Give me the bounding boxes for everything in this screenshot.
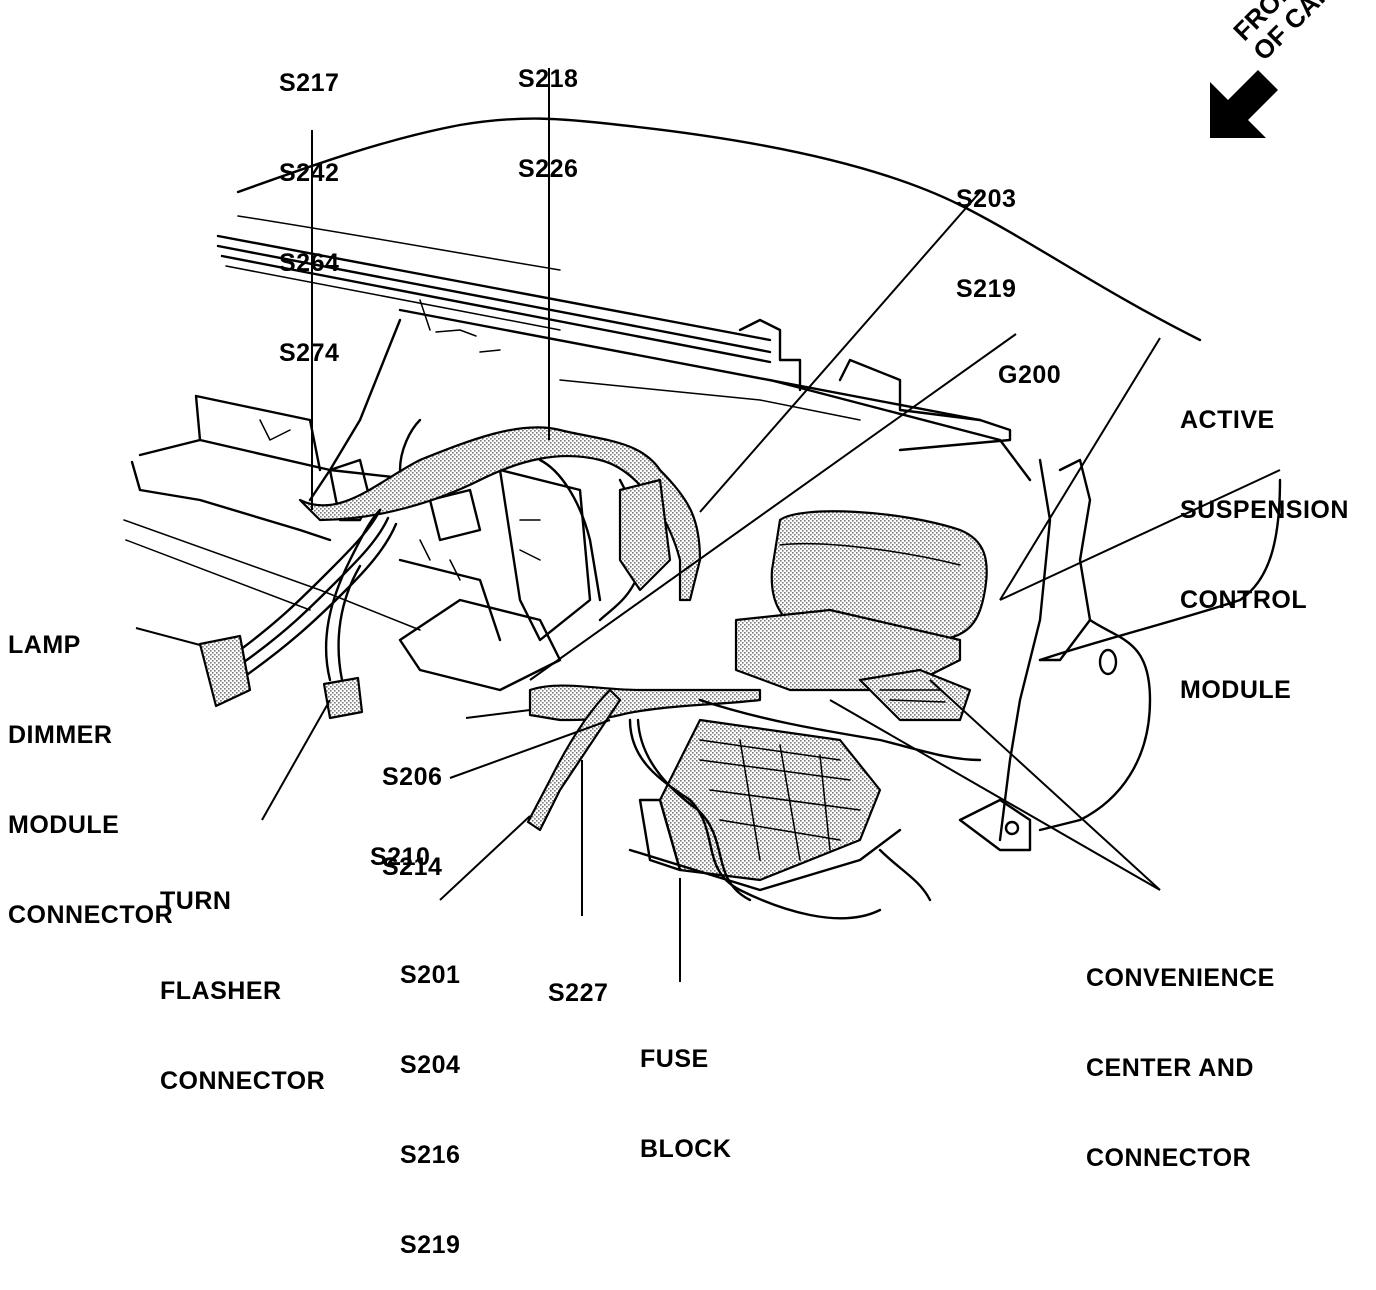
arrow-down-left-icon [1210, 70, 1278, 138]
fuse-block [628, 718, 902, 892]
callout-s210: S210 [370, 843, 431, 871]
callout-active-suspension-control-module: ACTIVE SUSPENSION CONTROL MODULE [1180, 406, 1349, 704]
right-kick-panel [958, 458, 1282, 852]
lamp-dimmer-connector [198, 634, 252, 708]
callout-s227: S227 [548, 979, 609, 1007]
turn-flasher-connector [322, 676, 364, 720]
callout-turn-flasher-connector: TURN FLASHER CONNECTOR [160, 887, 326, 1095]
convenience-center [858, 668, 972, 722]
callout-s203-group: S203 S219 [956, 185, 1017, 303]
callout-convenience-center-and-connector: CONVENIENCE CENTER AND CONNECTOR [1086, 964, 1275, 1172]
callout-s218-group: S218 S226 [518, 65, 579, 183]
callout-g200: G200 [998, 361, 1062, 389]
leader-lines [135, 68, 1281, 982]
wiring-diagram [123, 68, 1282, 982]
callout-fuse-block: FUSE BLOCK [640, 1045, 732, 1163]
dashboard-outline [216, 117, 1202, 502]
callout-s217-group: S217 S242 S264 S274 [279, 69, 340, 367]
left-connector-wires [238, 508, 398, 682]
callout-s201-group: S201 S204 S216 S219 [400, 961, 461, 1259]
callout-s206-group: S206 S214 [382, 763, 443, 881]
active-suspension-control-module [734, 510, 988, 692]
callout-lamp-dimmer-module-connector: LAMP DIMMER MODULE CONNECTOR [8, 631, 174, 929]
